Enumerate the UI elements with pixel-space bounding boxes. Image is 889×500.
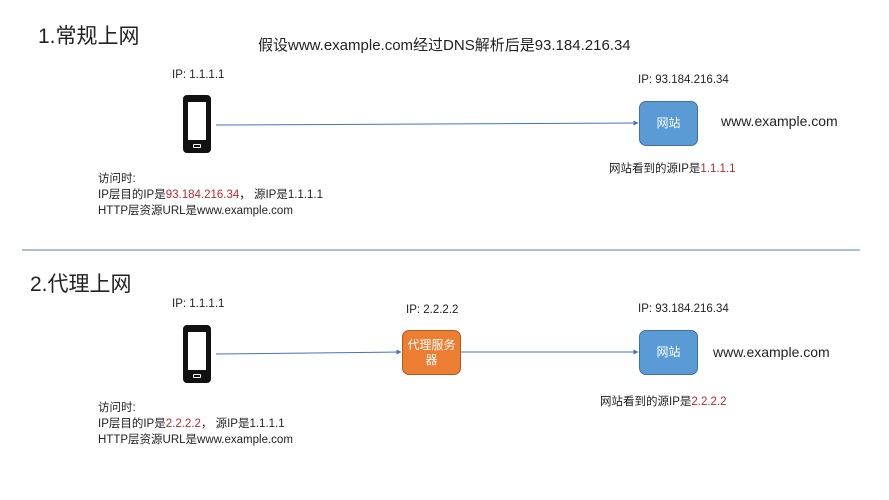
phone-icon [183, 95, 211, 153]
domain-label-2: www.example.com [713, 344, 830, 360]
note-ip-layer-1: IP层目的IP是93.184.216.34， 源IP是1.1.1.1 [98, 189, 324, 201]
note-ip-layer-2: IP层目的IP是2.2.2.2， 源IP是1.1.1.1 [98, 418, 285, 430]
domain-label-1: www.example.com [721, 113, 838, 129]
note-heading-2: 访问时: [98, 402, 136, 414]
seen-source-ip-2: 网站看到的源IP是2.2.2.2 [600, 396, 727, 408]
note-http-layer-2: HTTP层资源URL是www.example.com [98, 434, 293, 446]
proxy-ip-label: IP: 2.2.2.2 [406, 304, 459, 316]
arrow-phone-to-site-1 [215, 120, 639, 126]
access-note-2: 访问时: IP层目的IP是2.2.2.2， 源IP是1.1.1.1 HTTP层资… [98, 400, 293, 448]
server-ip-label-2: IP: 93.184.216.34 [638, 303, 729, 315]
note-http-layer-1: HTTP层资源URL是www.example.com [98, 205, 293, 217]
phone-icon [183, 325, 211, 383]
client-ip-label-1: IP: 1.1.1.1 [172, 69, 225, 81]
server-ip-label-1: IP: 93.184.216.34 [638, 74, 729, 86]
dns-assumption-text: 假设www.example.com经过DNS解析后是93.184.216.34 [258, 37, 631, 54]
website-node-2: 网站 [639, 330, 698, 375]
seen-source-ip-1: 网站看到的源IP是1.1.1.1 [609, 163, 736, 175]
access-note-1: 访问时: IP层目的IP是93.184.216.34， 源IP是1.1.1.1 … [98, 171, 323, 219]
website-node-1: 网站 [639, 101, 698, 146]
section1-title: 1.常规上网 [38, 25, 140, 48]
note-heading-1: 访问时: [98, 173, 136, 185]
section2-title: 2.代理上网 [30, 273, 132, 296]
arrow-phone-to-proxy [215, 349, 402, 355]
client-ip-label-2: IP: 1.1.1.1 [172, 298, 225, 310]
proxy-server-node: 代理服务器 [402, 330, 461, 375]
